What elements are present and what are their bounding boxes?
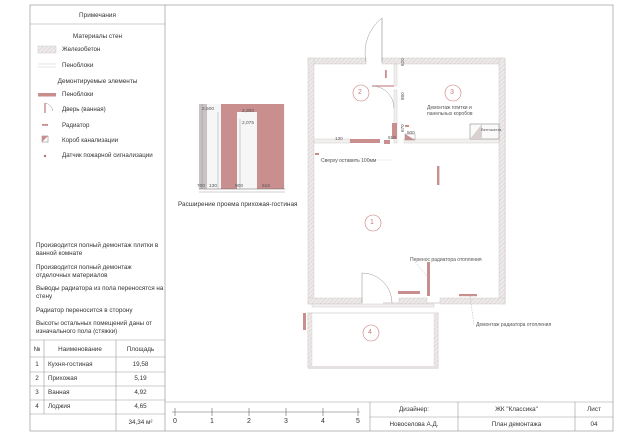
entrance-door — [364, 17, 383, 63]
legend-demolish-radiator: Радиатор — [62, 122, 90, 129]
table-header-num: № — [33, 346, 41, 353]
project-name: ЖК "Классика" — [495, 406, 538, 413]
note-4: Радиатор переносится в сторону — [36, 307, 133, 314]
radiator-icon — [42, 124, 48, 126]
plan-dim-620: 620 — [400, 58, 405, 66]
table-row-name: Прихожая — [48, 375, 78, 382]
plan-dim-500: 500 — [407, 130, 415, 135]
plan-dim-130: 130 — [335, 136, 343, 141]
duct-box-icon — [41, 135, 49, 143]
scale-bar-graphic — [172, 408, 360, 416]
elev-dim-2075: 2,075 — [242, 121, 255, 126]
legend-item-concrete: Железобетон — [62, 46, 101, 53]
table-row-area: 5,19 — [134, 375, 147, 382]
note-5: Высоты остальных помещений даны от изнач… — [36, 320, 153, 335]
note-3: Выводы радиатора из пола переносятся на … — [36, 285, 164, 300]
designer-label: Дизайнер: — [399, 406, 429, 413]
smoke-detector-icon — [43, 154, 47, 158]
opening-elevation — [199, 104, 285, 193]
swatch-foamblock — [38, 63, 56, 68]
elev-dim-2500: 2,500 — [202, 107, 215, 112]
legend-demolish-foamblock: Пеноблоки — [62, 91, 94, 98]
designer-name: Новоселова А.Д. — [389, 421, 439, 428]
plan-dim-670: 670 — [400, 124, 405, 132]
room-number-4: 4 — [368, 329, 372, 336]
table-header-area: Площадь — [126, 346, 155, 353]
plan-dim-610: 610 — [388, 135, 396, 140]
table-row-name: Кухня-гостиная — [48, 361, 93, 368]
elev-dim-900: 900 — [235, 184, 244, 189]
rooms-table-grid — [30, 339, 165, 431]
room-number-3: 3 — [450, 89, 454, 96]
annotation-dismantle-radiator: Демонтаж радиатора отопления — [476, 322, 552, 328]
legend-demolish-smoke-detector: Датчик пожарной сигнализации — [62, 152, 153, 159]
balcony-door — [361, 272, 393, 304]
scale-tick-4: 4 — [321, 418, 325, 425]
scale-tick-0: 0 — [173, 418, 177, 425]
demolish-title: Демонтируемые элементы — [57, 78, 138, 85]
note-1: Производится полный демонтаж плитки в ва… — [36, 242, 159, 257]
table-row-num: 3 — [35, 389, 39, 396]
room-number-1: 1 — [370, 219, 374, 226]
scale-tick-1: 1 — [210, 418, 214, 425]
room-number-2: 2 — [358, 89, 362, 96]
legend-item-foamblock: Пеноблоки — [62, 62, 94, 69]
table-row-area: 19,58 — [132, 361, 149, 368]
table-row-num: 4 — [35, 403, 39, 410]
elevation-caption: Расширение проема прихожая-гостиная — [178, 201, 298, 208]
elev-dim-610: 610 — [262, 184, 271, 189]
annotation-leave-100: Сверху оставить 100мм — [321, 158, 377, 164]
vent-shaft-label: Вентшахта — [481, 127, 502, 132]
elev-dim-130: 130 — [209, 184, 218, 189]
legend-title: Примечания — [79, 12, 116, 19]
scale-tick-5: 5 — [356, 418, 360, 425]
annotation-move-radiator: Перенос радиатора отопления — [410, 257, 482, 263]
table-row-num: 1 — [35, 361, 39, 368]
bath-door — [371, 85, 395, 109]
wall-materials-title: Материалы стен — [72, 33, 123, 40]
table-row-name: Лоджия — [48, 403, 71, 410]
elev-dim-2300: 2,300 — [242, 109, 255, 114]
annotation-bath-tiles: Демонтаж плитки и панельных коробов — [427, 105, 473, 117]
table-total-area: 34,34 м² — [128, 419, 153, 426]
table-row-area: 4,92 — [134, 389, 147, 396]
sheet-number: 04 — [590, 421, 598, 428]
table-header-name: Наименование — [58, 346, 102, 353]
title-block-grid — [165, 401, 613, 431]
scale-tick-2: 2 — [247, 418, 251, 425]
scale-tick-3: 3 — [284, 418, 288, 425]
table-row-num: 2 — [35, 375, 39, 382]
swatch-concrete — [37, 45, 57, 54]
sheet-title: План демонтажа — [491, 421, 542, 428]
legend-demolish-door: Дверь (ванная) — [62, 106, 106, 113]
legend-demolish-duct-box: Короб канализации — [62, 137, 119, 144]
table-row-name: Ванная — [48, 389, 70, 396]
plan-dim-880: 880 — [400, 92, 405, 100]
swatch-demolish-foamblock — [38, 93, 56, 97]
table-row-area: 4,65 — [134, 403, 147, 410]
door-arc-icon — [44, 102, 54, 113]
elev-dim-700: 700 — [197, 184, 206, 189]
sheet-label: Лист — [587, 406, 601, 413]
sheet-frame — [29, 4, 614, 432]
floor-plan — [303, 17, 506, 369]
note-2: Производится полный демонтаж отделочных … — [36, 264, 132, 279]
